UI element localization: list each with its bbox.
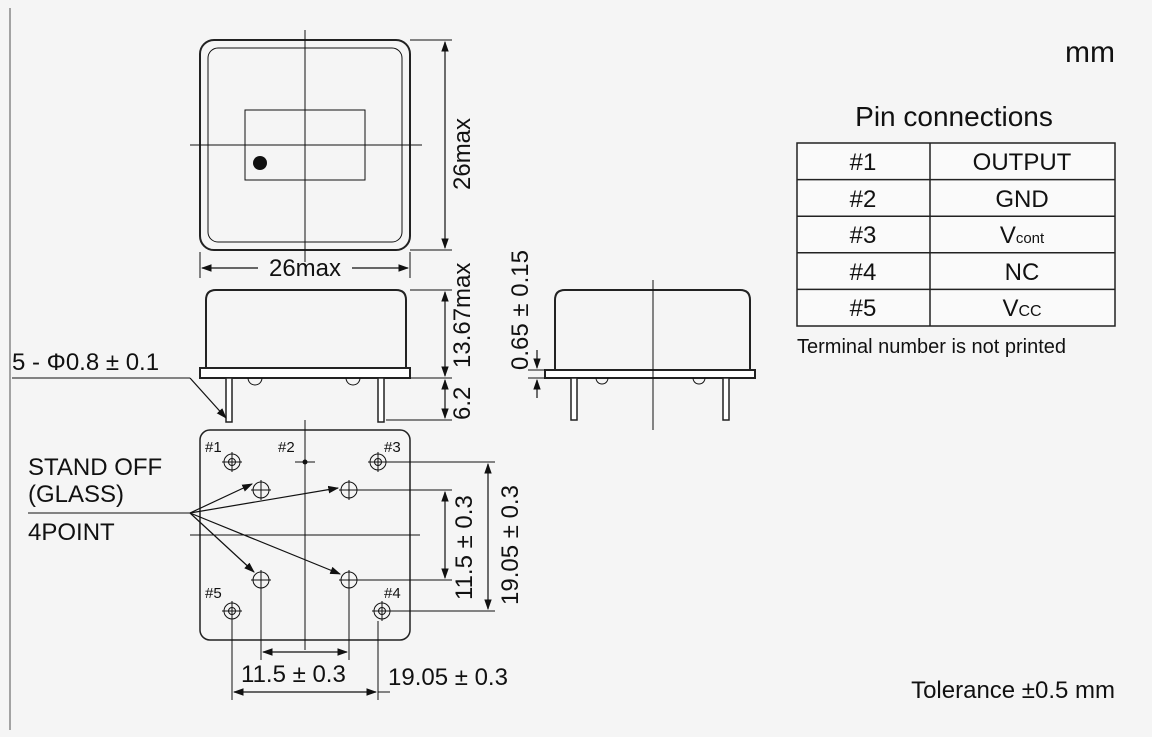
outer-horizontal-dimension: 19.05 ± 0.3: [231, 621, 508, 700]
pin-diameter-label: 5 - Φ0.8 ± 0.1: [12, 349, 159, 376]
pin-diameter-callout: 5 - Φ0.8 ± 0.1: [12, 349, 227, 419]
pin-length-dimension: 6.2: [386, 378, 476, 421]
pin-table-title: Pin connections: [855, 101, 1053, 132]
outer-vertical-label: 19.05 ± 0.3: [497, 485, 524, 605]
terminal-note: Terminal number is not printed: [797, 336, 1066, 358]
front-pin-right: [377, 377, 385, 423]
pin-label-5: #5: [205, 585, 222, 602]
side-pin-right: [722, 377, 730, 421]
standoff-line3: 4POINT: [28, 519, 115, 546]
row3-pin: #3: [850, 222, 877, 249]
pin-1: [222, 452, 242, 472]
standoff-point-1: [251, 480, 271, 500]
front-view-base: [199, 367, 411, 379]
row5-pin: #5: [850, 295, 877, 322]
pin-label-3: #3: [384, 439, 401, 456]
top-view: [190, 30, 422, 262]
row1-pin: #1: [850, 149, 877, 176]
standoff-point-3: [251, 570, 271, 590]
side-offset-label: 0.65 ± 0.15: [507, 250, 534, 370]
pin1-marker-dot: [253, 156, 267, 170]
top-height-label: 26max: [449, 118, 476, 190]
row3-function: Vcont: [1000, 222, 1045, 249]
inner-vertical-label: 11.5 ± 0.3: [451, 495, 478, 600]
row1-function: OUTPUT: [973, 149, 1072, 176]
table-row: #5 VCC: [850, 295, 1042, 322]
row2-function: GND: [995, 186, 1048, 213]
side-view: 0.65 ± 0.15: [507, 250, 756, 430]
pin-3: [368, 452, 388, 472]
table-row: #2 GND: [850, 186, 1049, 213]
row5-function: VCC: [1002, 295, 1041, 322]
top-height-dimension: 26max: [410, 39, 476, 251]
front-pin-left: [225, 377, 233, 423]
body-height-dimension: 13.67max: [410, 263, 476, 379]
table-row: #1 OUTPUT: [850, 149, 1072, 176]
row2-pin: #2: [850, 186, 877, 213]
pin-label-4: #4: [384, 585, 401, 602]
standoff-callout: STAND OFF (GLASS) 4POINT: [28, 454, 342, 575]
pin-4: [372, 601, 392, 621]
pin-2: [295, 459, 315, 465]
inner-horizontal-dimension: 11.5 ± 0.3: [241, 590, 350, 688]
pin-length-label: 6.2: [449, 387, 476, 420]
outer-vertical-dimension: 19.05 ± 0.3: [388, 461, 524, 612]
row4-pin: #4: [850, 259, 877, 286]
pin-label-2: #2: [278, 439, 295, 456]
body-height-label: 13.67max: [449, 263, 476, 368]
top-width-label: 26max: [269, 255, 341, 282]
row4-function: NC: [1005, 259, 1040, 286]
table-row: #4 NC: [850, 259, 1040, 286]
unit-label: mm: [1065, 36, 1115, 69]
standoff-line1: STAND OFF: [28, 454, 162, 481]
pin-5: [222, 601, 242, 621]
front-view: [199, 289, 411, 423]
side-view-base: [544, 369, 756, 379]
side-pin-left: [570, 377, 578, 421]
standoff-line2: (GLASS): [28, 481, 124, 508]
inner-horizontal-label: 11.5 ± 0.3: [241, 661, 346, 688]
pin-label-1: #1: [205, 439, 222, 456]
inner-vertical-dimension: 11.5 ± 0.3: [352, 489, 478, 600]
pin-connections-table: #1 OUTPUT #2 GND #3 Vcont #4 NC #5 VCC: [796, 142, 1116, 327]
tolerance-note: Tolerance ±0.5 mm: [911, 677, 1115, 704]
outer-horizontal-label: 19.05 ± 0.3: [388, 664, 508, 691]
top-width-dimension: 26max: [199, 252, 411, 282]
table-row: #3 Vcont: [850, 222, 1045, 249]
bottom-view: #1 #2 #3 #4 #5: [190, 420, 420, 650]
